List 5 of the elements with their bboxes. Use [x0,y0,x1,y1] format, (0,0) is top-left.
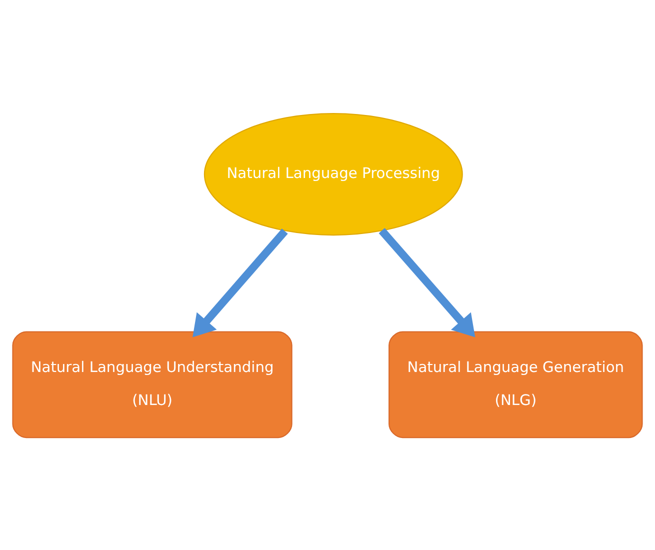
node-box: Natural Language Understanding (NLU) [12,330,292,438]
arrow [378,228,476,337]
arrow [192,228,288,337]
node-ellipse: Natural Language Processing [204,112,463,236]
node-box: Natural Language Generation (NLG) [388,330,643,438]
